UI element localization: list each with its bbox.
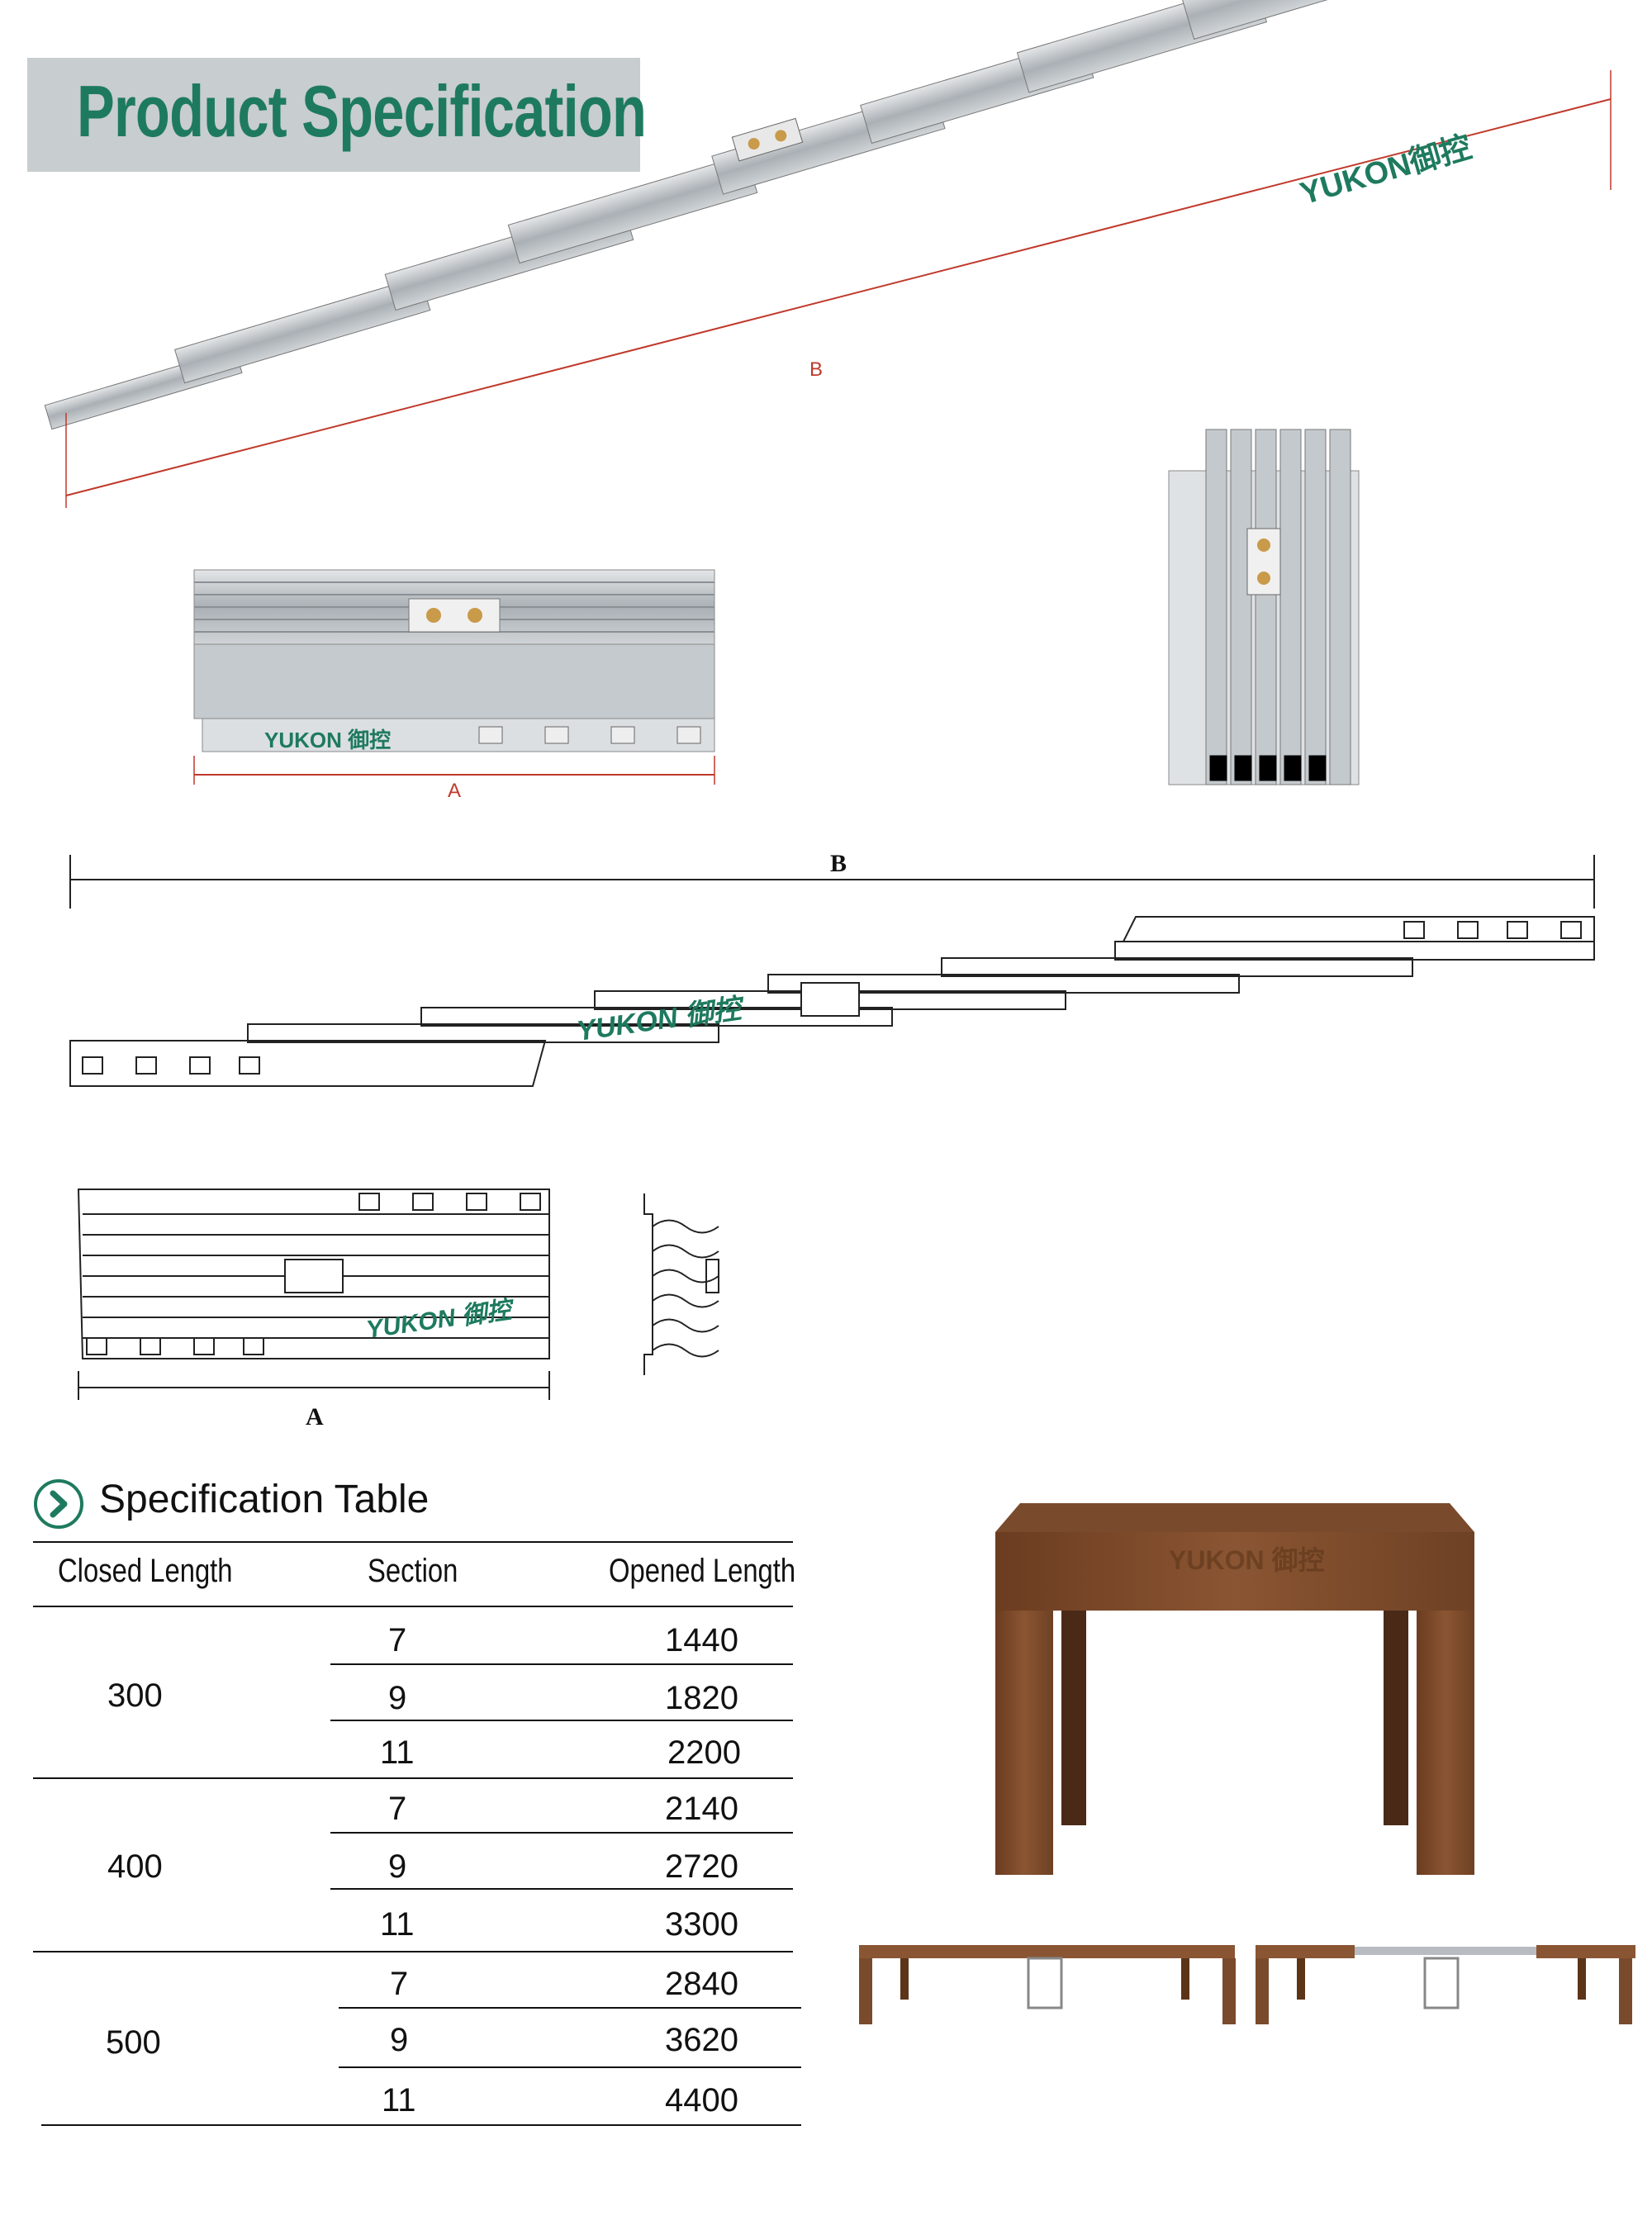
extended-slide-drawing: B YUKON 御控 — [69, 850, 1595, 1087]
opened-length-value: 1820 — [665, 1680, 738, 1716]
chevron-circle-icon — [34, 1479, 83, 1529]
section-value: 11 — [380, 1734, 415, 1771]
section-value: 9 — [388, 1848, 407, 1885]
svg-text:YUKON 御控: YUKON 御控 — [1169, 1545, 1324, 1575]
closed-slide-image: YUKON 御控 A — [193, 569, 715, 802]
section-value: 7 — [390, 1966, 409, 2002]
dimension-label-a-drawing: A — [306, 1403, 324, 1431]
column-header-closed-length: Closed Length — [58, 1553, 233, 1589]
section-value: 11 — [380, 1906, 415, 1943]
opened-length-value: 3620 — [665, 2022, 738, 2058]
title-banner: Product Specification — [27, 58, 647, 172]
column-header-opened-length: Opened Length — [609, 1553, 796, 1589]
section-value: 11 — [382, 2082, 416, 2118]
closed-length-value: 500 — [106, 2024, 161, 2061]
dimension-label-b-top: B — [809, 358, 823, 381]
opened-length-value: 2840 — [665, 1966, 738, 2002]
closed-length-value: 400 — [107, 1848, 163, 1885]
spec-table-heading: Specification Table — [33, 1470, 611, 1529]
closed-slide-end-image — [1168, 429, 1360, 785]
spec-table: Closed Length Section Opened Length 300 … — [33, 1541, 801, 2136]
section-value: 7 — [388, 1622, 407, 1658]
dimension-label-a-mid: A — [448, 780, 461, 802]
spec-table-title: Specification Table — [99, 1478, 430, 1521]
column-header-section: Section — [368, 1553, 458, 1589]
section-value: 9 — [388, 1680, 407, 1716]
closed-length-value: 300 — [107, 1677, 163, 1714]
extended-table-image-right — [1256, 1945, 1635, 2024]
opened-length-value: 3300 — [665, 1906, 738, 1943]
opened-length-value: 2140 — [665, 1791, 738, 1827]
svg-text:YUKON 御控: YUKON 御控 — [575, 993, 748, 1047]
extended-table-image-left — [859, 1945, 1236, 2024]
opened-length-value: 4400 — [665, 2082, 738, 2118]
end-profile-drawing — [643, 1193, 719, 1375]
extended-slide-image: B — [44, 0, 1612, 508]
dimension-label-b-drawing: B — [830, 850, 847, 877]
opened-length-value: 2720 — [665, 1848, 738, 1885]
opened-length-value: 2200 — [667, 1734, 741, 1771]
opened-length-value: 1440 — [665, 1622, 738, 1658]
section-value: 7 — [388, 1791, 407, 1827]
svg-text:YUKON 御控: YUKON 御控 — [264, 728, 391, 752]
closed-slide-drawing: YUKON 御控 A — [77, 1189, 550, 1431]
svg-text:YUKON 御控: YUKON 御控 — [364, 1296, 516, 1344]
section-value: 9 — [390, 2022, 409, 2058]
page-title: Product Specification — [77, 70, 647, 152]
extension-table-image: YUKON 御控 — [995, 1503, 1474, 1875]
